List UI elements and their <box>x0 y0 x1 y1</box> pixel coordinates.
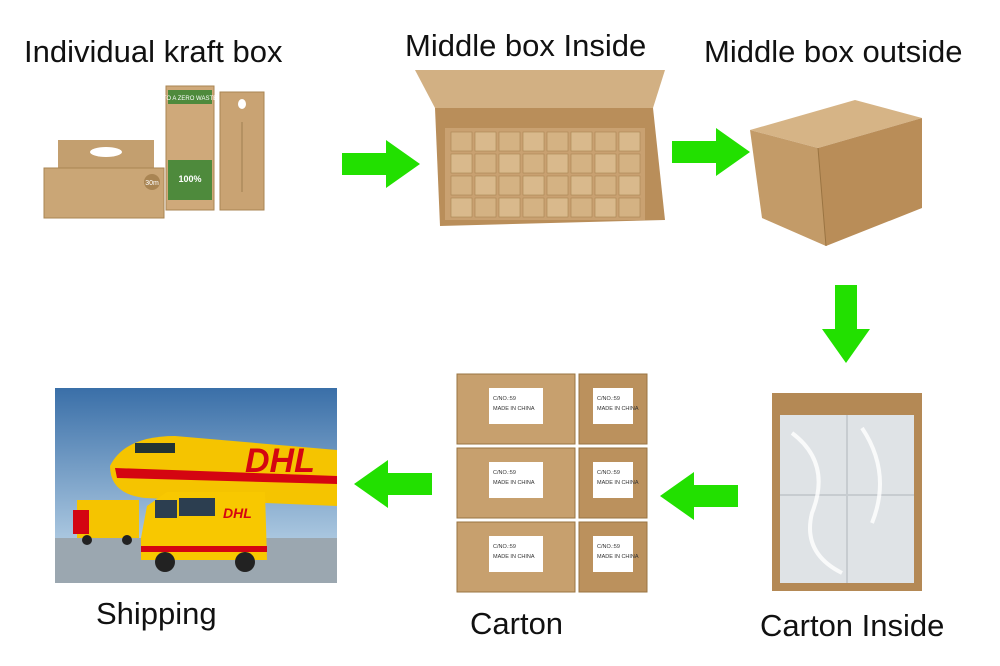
arrow-down-icon <box>822 285 870 363</box>
carton-label <box>593 462 633 498</box>
arrow-right-icon <box>672 128 750 176</box>
carton-label <box>489 462 543 498</box>
step-label-middle-box-outside: Middle box outside <box>704 34 963 69</box>
carton-label <box>489 388 543 424</box>
carton-label-text: C/NO.:59 <box>597 470 620 476</box>
carton-label-text: MADE IN CHINA <box>597 480 639 486</box>
kraft-cube <box>570 131 593 152</box>
svg-text:30m: 30m <box>145 180 159 187</box>
svg-text:TO A ZERO WASTE: TO A ZERO WASTE <box>163 96 217 102</box>
carton-label-text: MADE IN CHINA <box>597 554 639 560</box>
carton-label-text: MADE IN CHINA <box>493 554 535 560</box>
kraft-cube <box>522 197 545 218</box>
carton-label-text: C/NO.:59 <box>493 396 516 402</box>
carton-label <box>593 388 633 424</box>
step-label-shipping: Shipping <box>96 596 217 631</box>
step-label-carton-inside: Carton Inside <box>760 608 945 643</box>
arrow-right-icon <box>342 140 420 188</box>
step-label-middle-box-inside: Middle box Inside <box>405 28 647 63</box>
kraft-cube <box>450 131 473 152</box>
kraft-cube <box>450 175 473 196</box>
kraft-cube <box>570 197 593 218</box>
carton-box <box>578 373 648 445</box>
step-label-individual-kraft-box: Individual kraft box <box>24 34 283 69</box>
svg-text:100%: 100% <box>178 174 201 184</box>
carton-label-text: MADE IN CHINA <box>493 480 535 486</box>
kraft-cube <box>570 153 593 174</box>
kraft-cube <box>474 197 497 218</box>
step-label-carton: Carton <box>470 606 564 641</box>
individual-kraft-box-image: 30m TO A ZERO WASTE 100% <box>43 85 265 219</box>
middle-box-inside-image <box>415 70 665 226</box>
arrow-left-icon <box>660 472 738 520</box>
kraft-cube <box>522 153 545 174</box>
arrow-left-icon <box>354 460 432 508</box>
kraft-cube <box>450 197 473 218</box>
kraft-cube <box>546 197 569 218</box>
carton-inside-image <box>772 393 922 591</box>
carton-label <box>489 536 543 572</box>
kraft-cube <box>594 175 617 196</box>
kraft-cube <box>498 197 521 218</box>
kraft-cube <box>546 153 569 174</box>
kraft-cube <box>618 175 641 196</box>
carton-label-text: C/NO.:59 <box>493 470 516 476</box>
kraft-cube <box>618 153 641 174</box>
kraft-cube <box>498 153 521 174</box>
kraft-cube <box>498 131 521 152</box>
carton-label-text: C/NO.:59 <box>493 544 516 550</box>
kraft-cube <box>522 131 545 152</box>
carton-label-text: C/NO.:59 <box>597 544 620 550</box>
kraft-cube <box>546 131 569 152</box>
carton-label-text: MADE IN CHINA <box>493 406 535 412</box>
carton-label <box>593 536 633 572</box>
kraft-cube <box>618 197 641 218</box>
kraft-cube <box>474 153 497 174</box>
kraft-cube <box>498 175 521 196</box>
kraft-cube <box>594 197 617 218</box>
middle-box-outside-image <box>750 100 922 247</box>
kraft-cube <box>618 131 641 152</box>
kraft-cube <box>594 153 617 174</box>
kraft-cube <box>474 175 497 196</box>
carton-label-text: MADE IN CHINA <box>597 406 639 412</box>
kraft-cube <box>546 175 569 196</box>
carton-label-text: C/NO.:59 <box>597 396 620 402</box>
kraft-cube <box>522 175 545 196</box>
kraft-cube <box>570 175 593 196</box>
kraft-cube <box>594 131 617 152</box>
shipping-image: DHL DHL <box>55 388 337 583</box>
svg-text:DHL: DHL <box>223 505 252 521</box>
svg-text:DHL: DHL <box>245 442 315 480</box>
kraft-cube <box>474 131 497 152</box>
kraft-cube <box>450 153 473 174</box>
